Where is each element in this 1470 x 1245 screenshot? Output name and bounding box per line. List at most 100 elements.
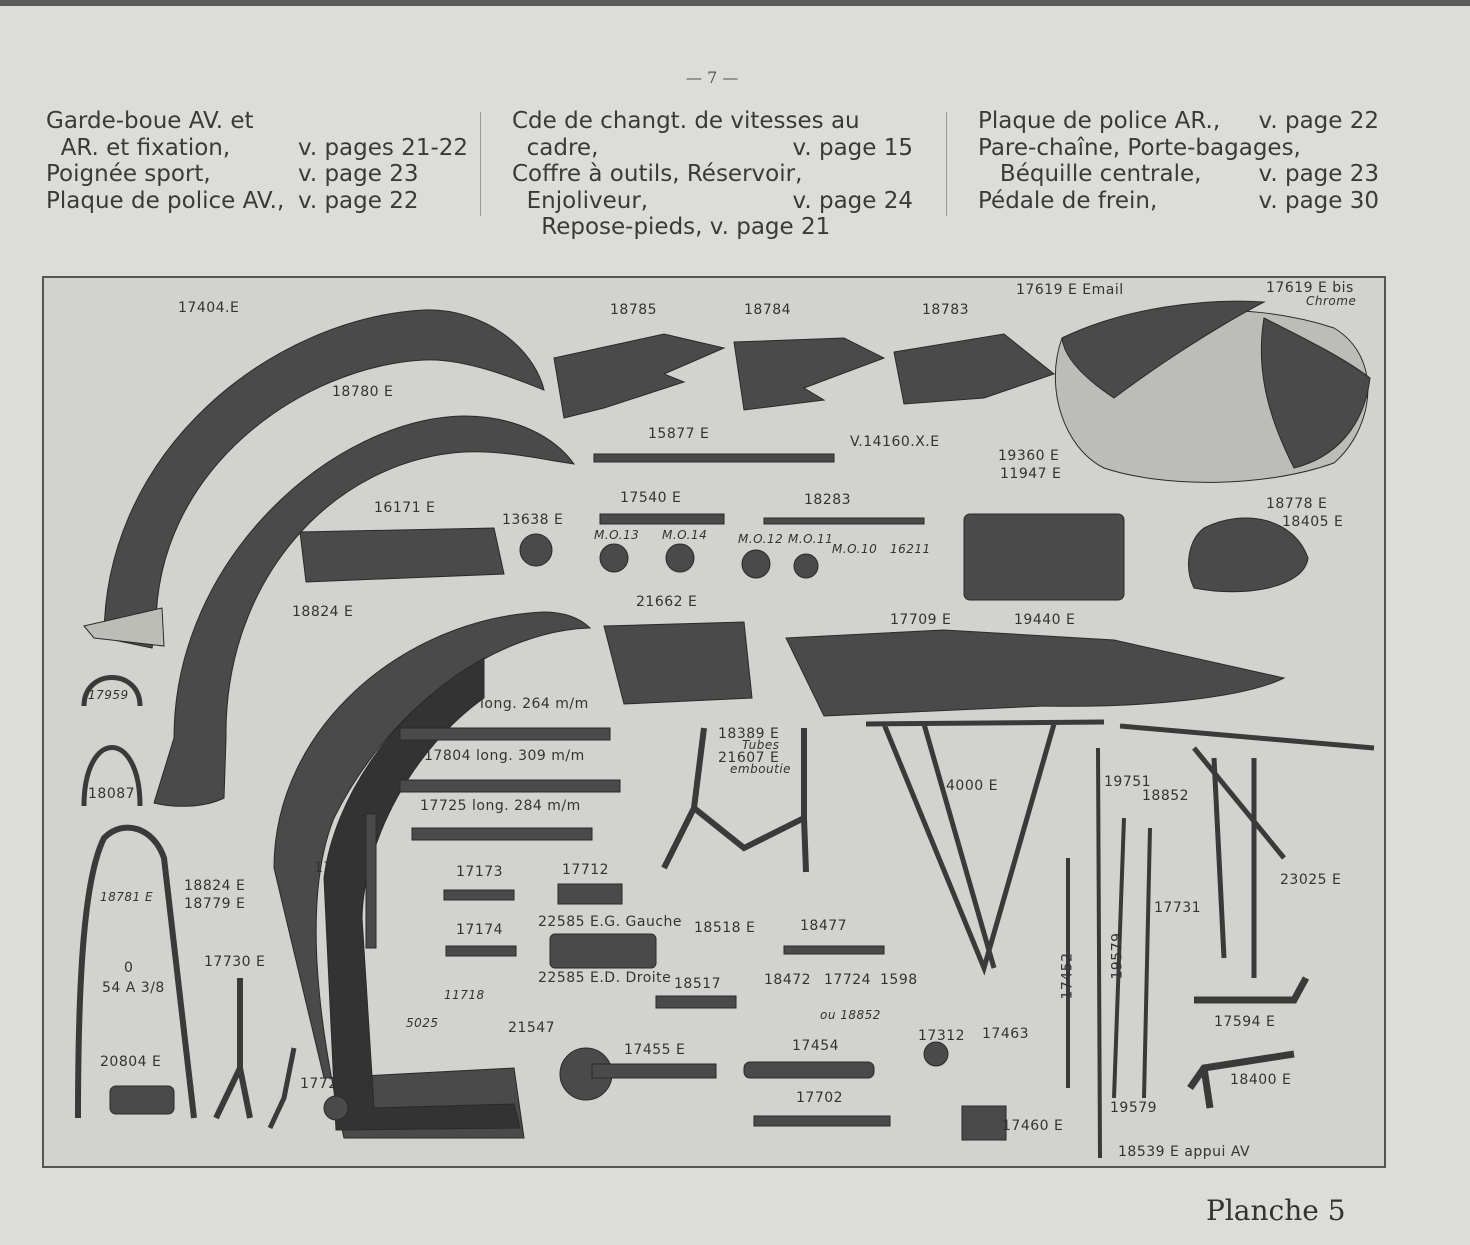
part-label: 17725 long. 284 m/m (420, 798, 581, 814)
index-line: Garde-boue AV. et (46, 108, 456, 135)
part-label: 18779 E (184, 896, 246, 912)
part-label: 21547 (508, 1020, 556, 1036)
stay-18781 (75, 824, 197, 1119)
part-label: 17724 (824, 972, 872, 988)
page-number: — 7 — (686, 68, 739, 87)
nut-mo13 (599, 543, 629, 573)
part-label: 18087 (88, 786, 136, 802)
rear-mudguard-shade (323, 657, 521, 1131)
index-line-text: Pédale de frein, (978, 187, 1158, 214)
part-label: 18780 E (332, 384, 394, 400)
index-line-text: Poignée sport, (46, 161, 211, 187)
panel-16171 (299, 527, 505, 583)
part-label: 18785 (610, 302, 658, 318)
part-label: 18778 E (1266, 496, 1328, 512)
plate-caption: Planche 5 (1206, 1194, 1346, 1227)
index-line-text: cadre, (512, 134, 599, 161)
rear-mudguard-shape (273, 611, 592, 1139)
index-line: AR. et fixation,v. pages 21-22 (46, 135, 468, 162)
part-label: 17619 E Email (1016, 282, 1124, 298)
pedal-17594 (1194, 976, 1310, 1004)
part-label: 17804 long. 309 m/m (424, 748, 585, 764)
panel-18783 (893, 333, 1056, 405)
part-label: 17959 (88, 688, 129, 702)
rack-4000 (865, 719, 1105, 976)
part-label: M.O.14 (662, 528, 708, 542)
mudguard-18780-shape (153, 415, 576, 807)
part-label: 54 A 3/8 (102, 980, 165, 996)
index-line: Enjoliveur,v. page 24 (512, 188, 917, 215)
part-label: 16211 (890, 542, 931, 556)
part-label: 0 (124, 960, 134, 976)
part-label: 17540 E (620, 490, 682, 506)
part-label: 18517 (674, 976, 722, 992)
bar-17702 (753, 1115, 891, 1127)
index-line: Coffre à outils, Réservoir, (512, 161, 917, 188)
part-label: 22585 E.G. Gauche (538, 914, 683, 930)
bracket-17460 (961, 1105, 1007, 1141)
index-column-3: Plaque de police AR.,v. page 22 Pare-cha… (978, 108, 1383, 214)
part-label: 17619 E bis (1266, 280, 1354, 296)
rod-17731 (1142, 827, 1152, 1099)
part-label: 5025 (406, 1016, 439, 1030)
index-line-ref: v. page 30 (1258, 187, 1379, 214)
part-label: 19440 E (1014, 612, 1076, 628)
part-label: 17712 (562, 862, 610, 878)
part-label: 17404.E (178, 300, 240, 316)
part-label: 17702 (796, 1090, 844, 1106)
stand-17730 (213, 978, 253, 1120)
bracket-17959 (81, 675, 143, 707)
index-line: cadre,v. page 15 (512, 135, 917, 162)
part-label: 22585 E.D. Droite (538, 970, 672, 986)
part-label: 17460 E (1002, 1118, 1064, 1134)
part-label: 17174 (456, 922, 504, 938)
part-label: 18852 (1142, 788, 1190, 804)
part-label: 18783 (922, 302, 970, 318)
index-line-ref: v. page 23 (1258, 161, 1379, 187)
index-line-text: Garde-boue AV. et (46, 108, 254, 134)
index-line-text: Béquille centrale, (978, 161, 1202, 187)
lever-17455 (591, 1063, 717, 1079)
part-label: M.O.11 (788, 532, 834, 546)
block-17712 (557, 883, 623, 905)
part-label: 17452 (1059, 952, 1076, 1000)
parts-illustration (75, 300, 1375, 1159)
part-label: 19579 (1110, 1100, 1158, 1116)
part-label: 18400 E (1230, 1072, 1292, 1088)
part-label: 18283 (804, 492, 852, 508)
bar-17725 (411, 827, 593, 841)
index-line: Plaque de police AV.,v. page 22 (46, 188, 456, 215)
part-label: 23025 E (1280, 872, 1342, 888)
index-line-text: Enjoliveur, (512, 187, 649, 214)
cap-13638 (519, 533, 553, 567)
part-label: 11718 (444, 988, 485, 1002)
rod-19751 (1112, 817, 1126, 1099)
rod-18283 (763, 517, 925, 525)
part-label: 18472 (764, 972, 812, 988)
index-column-2: Cde de changt. de vitesses au cadre,v. p… (512, 108, 917, 241)
pedal-18400 (1187, 1050, 1295, 1109)
part-label: V.14160.X.E (850, 434, 940, 450)
bolt-17173 (443, 889, 515, 901)
part-label: 17594 E (1214, 1014, 1276, 1030)
part-label: 17803 long. 264 m/m (428, 696, 589, 712)
part-label: 17312 (918, 1028, 966, 1044)
part-label: 19579 (1109, 932, 1126, 980)
index-line-text: Repose-pieds, v. page 21 (512, 214, 831, 240)
panel-18785 (553, 333, 726, 419)
part-label: 17407 (314, 860, 362, 876)
part-label: 20804 E (100, 1054, 162, 1070)
tool-case-21662 (603, 621, 753, 705)
column-divider (946, 112, 947, 216)
lever-17454 (743, 1061, 875, 1079)
part-label: 19360 E (998, 448, 1060, 464)
washer-17312 (923, 1041, 949, 1067)
part-label: 18477 (800, 918, 848, 934)
part-label: 13638 E (502, 512, 564, 528)
spring-18477 (783, 945, 885, 955)
part-label: 19751 (1104, 774, 1152, 790)
part-label: 17455 E (624, 1042, 686, 1058)
part-label: Tubes (742, 738, 780, 752)
part-label: 17709 E (890, 612, 952, 628)
chain-cover-small (1188, 517, 1309, 593)
